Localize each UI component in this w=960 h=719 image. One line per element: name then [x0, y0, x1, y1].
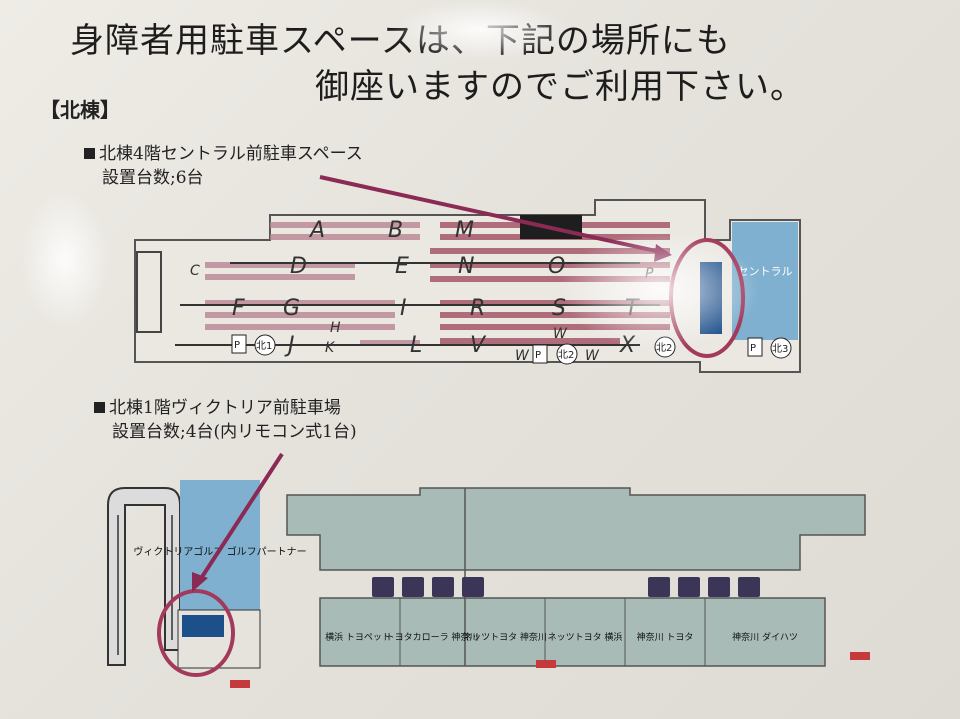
zone-w-2: W: [515, 348, 530, 364]
zone-m: M: [455, 218, 474, 243]
zone-w-3: W: [585, 348, 600, 364]
floor1-title: 北棟1階ヴィクトリア前駐車場: [109, 398, 341, 418]
pointer-arrow-floor1: [198, 452, 284, 582]
svg-text:P: P: [234, 340, 240, 351]
service-icon: [738, 577, 760, 597]
service-icon: [648, 577, 670, 597]
disabled-parking-floor1: [182, 615, 224, 637]
dealer-row: [319, 597, 826, 667]
ramp-box: [136, 251, 162, 333]
dealer-labels: 横浜 トヨペット トヨタカローラ 神奈川 ネッツトヨタ 神奈川 ネッツトヨタ 横…: [325, 631, 798, 643]
service-icon: [372, 577, 394, 597]
zone-f: F: [232, 296, 245, 321]
zone-g: G: [283, 296, 300, 321]
dealer-1: 横浜 トヨペット: [325, 631, 391, 643]
dealer-3: ネッツトヨタ 神奈川: [463, 631, 547, 643]
dealer-4: ネッツトヨタ 横浜: [548, 631, 623, 643]
floor1-count: 設置台数;4台(内リモコン式1台): [112, 422, 357, 442]
parking-stripes: [205, 222, 420, 346]
marker-kita1: 北1: [256, 340, 272, 352]
dealer-2: トヨタカローラ 神奈川: [386, 631, 479, 643]
service-icon: [708, 577, 730, 597]
bullet-square-icon: [94, 402, 105, 413]
zone-a: A: [308, 218, 325, 243]
dealer-dividers: [399, 598, 706, 666]
headline-line-2: 御座いますのでご利用下さい。: [315, 67, 805, 107]
service-icon: [462, 577, 484, 597]
zone-d: D: [290, 254, 307, 279]
zone-l: L: [410, 333, 422, 358]
zone-n: N: [458, 254, 474, 279]
service-icon: [432, 577, 454, 597]
zone-i: I: [400, 296, 407, 321]
zone-r: R: [470, 296, 485, 321]
bullet-square-icon: [84, 148, 95, 159]
pointer-arrowhead-floor1: [192, 572, 208, 592]
highlight-circle-floor1: [157, 589, 235, 677]
dealer-5: 神奈川 トヨタ: [637, 631, 694, 643]
zone-v: V: [470, 333, 487, 358]
floor4-note: 北棟4階セントラル前駐車スペース 設置台数;6台: [84, 142, 363, 190]
zone-e: E: [395, 254, 409, 279]
service-icons: [372, 577, 760, 597]
section-tag-north: 【北棟】: [40, 98, 120, 122]
svg-text:P: P: [535, 350, 541, 361]
service-icon: [402, 577, 424, 597]
upper-building: [286, 487, 866, 571]
entry-ramp: [107, 487, 181, 666]
zone-k: K: [325, 340, 336, 356]
zone-b: B: [388, 218, 403, 243]
dealer-6: 神奈川 ダイハツ: [732, 631, 798, 643]
zone-c: C: [190, 263, 200, 279]
floor4-count: 設置台数;6台: [102, 168, 204, 188]
floor4-title: 北棟4階セントラル前駐車スペース: [99, 144, 363, 164]
service-icon: [678, 577, 700, 597]
zone-j: J: [284, 333, 295, 358]
marker-kita3: 北3: [772, 343, 788, 355]
entrance-tags: [230, 652, 870, 688]
floor1-note: 北棟1階ヴィクトリア前駐車場 設置台数;4台(内リモコン式1台): [94, 396, 357, 444]
marker-kita2: 北2: [558, 349, 574, 361]
zone-h: H: [330, 320, 341, 336]
